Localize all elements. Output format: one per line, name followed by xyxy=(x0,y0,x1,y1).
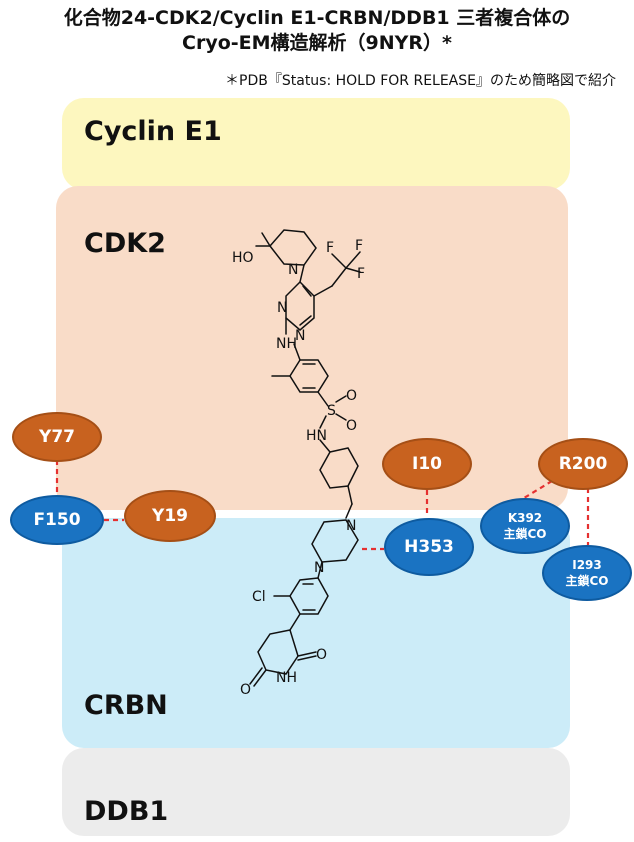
pdb-status-note: ＊PDB『Status: HOLD FOR RELEASE』のため簡略図で紹介 xyxy=(225,73,616,89)
crbn-label: CRBN xyxy=(84,690,168,721)
residue-h353: H353 xyxy=(384,518,474,576)
region-cyclin-e1 xyxy=(62,98,570,190)
atom-s: S xyxy=(327,403,336,419)
atom-n-piperazine-2: N xyxy=(314,560,324,576)
atom-ho: HO xyxy=(232,250,254,266)
title-line-1: 化合物24-CDK2/Cyclin E1-CRBN/DDB1 三者複合体の xyxy=(63,7,571,29)
atom-o-glutarimide-2: O xyxy=(240,682,251,698)
atom-f2: F xyxy=(355,238,363,254)
atom-o2: O xyxy=(346,418,357,434)
atom-n-pyrimidine-1: N xyxy=(277,300,287,316)
region-ddb1 xyxy=(62,748,570,836)
atom-cl: Cl xyxy=(252,589,266,605)
contact-r200-k392 xyxy=(523,480,553,499)
atom-o1: O xyxy=(346,388,357,404)
residue-f150: F150 xyxy=(10,495,104,545)
contact-lines xyxy=(55,460,590,551)
residue-r200: R200 xyxy=(538,438,628,490)
atom-n-piperazine-1: N xyxy=(346,518,356,534)
atom-nh-glutarimide: NH xyxy=(276,670,297,686)
skeletal-bonds xyxy=(249,229,361,687)
atom-f1: F xyxy=(326,240,334,256)
residue-y19: Y19 xyxy=(124,490,216,542)
atom-n-pyrimidine-2: N xyxy=(295,328,305,344)
atom-n-piperidine: N xyxy=(288,262,298,278)
cdk2-label: CDK2 xyxy=(84,228,166,259)
residue-k392: K392 主鎖CO xyxy=(480,498,570,554)
atom-f3: F xyxy=(357,266,365,282)
cyclin-e1-label: Cyclin E1 xyxy=(84,116,222,147)
residue-i293: I293 主鎖CO xyxy=(542,545,632,601)
residue-y77: Y77 xyxy=(12,412,102,462)
title-line-2: Cryo-EM構造解析（9NYR）* xyxy=(182,32,452,54)
region-crbn xyxy=(62,518,570,748)
region-cdk2 xyxy=(56,186,568,510)
atom-o-glutarimide-1: O xyxy=(316,647,327,663)
residue-i10: I10 xyxy=(382,438,472,490)
atom-nh-aniline: NH xyxy=(276,336,297,352)
ddb1-label: DDB1 xyxy=(84,796,169,827)
atom-nh-sulfonamide: HN xyxy=(306,428,327,444)
